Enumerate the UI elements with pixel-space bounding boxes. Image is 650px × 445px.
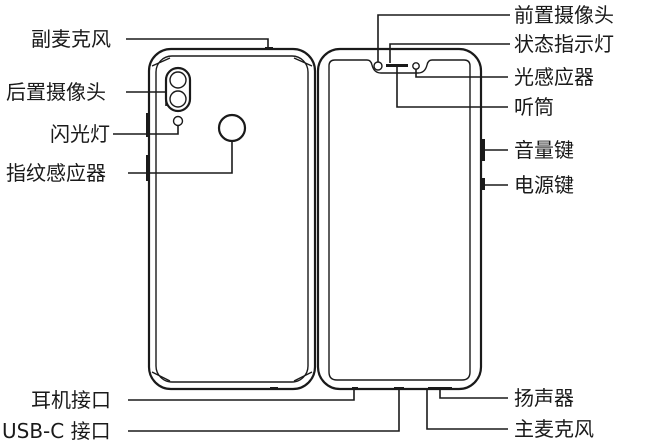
phone-front-view [316, 47, 485, 391]
leader-speaker [439, 389, 508, 399]
leader-main-mic [426, 389, 508, 430]
leader-secondary-mic [126, 38, 269, 48]
rear-camera-lens-top [169, 71, 187, 89]
speaker-holes [428, 387, 452, 389]
label-power-key: 电源键 [514, 173, 574, 197]
antenna-band-top-right [293, 57, 313, 67]
leader-lines [113, 14, 510, 432]
label-volume-keys: 音量键 [514, 138, 574, 162]
leader-front-camera [377, 14, 510, 62]
right-labels: 前置摄像头 状态指示灯 光感应器 听筒 音量键 电源键 扬声器 主麦克风 [514, 3, 614, 441]
rear-camera-lens-bottom [169, 90, 187, 108]
label-secondary-mic: 副麦克风 [31, 27, 111, 51]
label-usb-c: USB-C 接口 [2, 419, 111, 443]
light-sensor-icon [412, 62, 420, 70]
headphone-jack-hole [270, 387, 278, 390]
leader-headphone-jack [128, 389, 355, 401]
leader-status-light [389, 43, 510, 63]
front-outer-body [316, 47, 483, 391]
main-mic-hole [352, 387, 358, 389]
usb-c-port [394, 387, 404, 390]
label-front-camera: 前置摄像头 [514, 3, 614, 27]
label-fingerprint: 指纹感应器 [6, 161, 106, 185]
leader-flash [113, 126, 179, 135]
volume-key [480, 139, 485, 161]
left-labels: 副麦克风 后置摄像头 闪光灯 指纹感应器 耳机接口 USB-C 接口 [2, 27, 111, 443]
front-camera-icon [373, 61, 383, 71]
leader-usb-c [128, 389, 400, 432]
secondary-mic-hole [265, 47, 273, 50]
back-inner-edge [155, 55, 309, 383]
back-side-button-upper [146, 113, 150, 137]
back-outer-body [147, 47, 317, 391]
leader-fingerprint [128, 141, 233, 174]
leader-earpiece [396, 67, 508, 108]
power-key [480, 178, 485, 190]
antenna-band-bottom-right [293, 371, 313, 382]
label-status-light: 状态指示灯 [514, 32, 614, 56]
flash-icon [172, 115, 184, 127]
label-headphone-jack: 耳机接口 [31, 388, 111, 412]
label-main-mic: 主麦克风 [514, 417, 594, 441]
fingerprint-sensor-icon [217, 113, 247, 143]
antenna-band-bottom-left [151, 371, 171, 382]
leader-light-sensor [415, 69, 508, 78]
label-flash: 闪光灯 [50, 122, 110, 146]
antenna-band-top-left [151, 57, 171, 67]
phone-back-view [146, 47, 317, 391]
label-rear-camera: 后置摄像头 [6, 80, 106, 104]
back-side-button-lower [146, 155, 150, 181]
front-screen-with-notch [328, 59, 471, 381]
earpiece-slot [386, 64, 408, 67]
label-light-sensor: 光感应器 [514, 65, 594, 89]
rear-camera-module [164, 66, 192, 113]
label-earpiece: 听筒 [514, 95, 554, 119]
label-speaker: 扬声器 [514, 386, 574, 410]
